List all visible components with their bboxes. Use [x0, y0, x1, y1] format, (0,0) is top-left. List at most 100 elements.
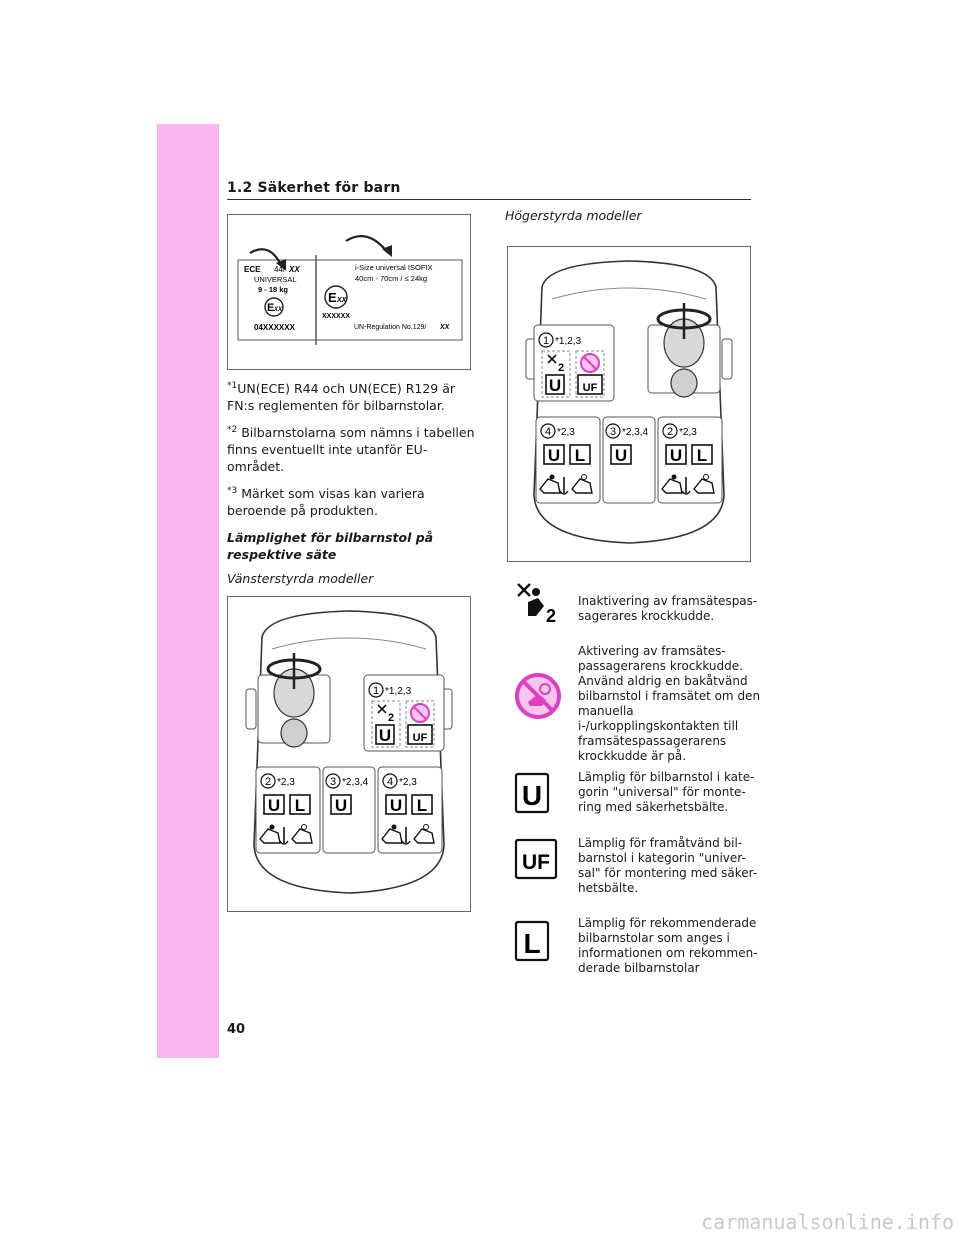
rhd-rear-right-num: 2 [667, 426, 673, 438]
lhd-rear-left-seat-a [259, 828, 281, 844]
label-isize-range: 40cm - 70cm / ≤ 24kg [355, 274, 427, 283]
svg-text:2: 2 [546, 606, 556, 624]
rhd-front-passenger-sup: *1,2,3 [555, 336, 582, 347]
rhd-rear-left-seat-b [571, 478, 593, 494]
rhd-rear-left-u: U [548, 446, 560, 465]
lhd-rear-left-num: 2 [265, 776, 271, 788]
footnote-2: *2 Bilbarnstolarna som nämns i tabellen … [227, 422, 477, 475]
lhd-front-passenger-num: 1 [373, 685, 379, 697]
rhd-driver-head [670, 368, 698, 398]
rhd-rear-left-u-box [543, 444, 565, 465]
rhd-dashboard [551, 287, 707, 300]
footnote-1-marker: *1 [227, 381, 238, 391]
label-ece-text: ECE [244, 265, 261, 274]
rhd-front-passenger-u-box [545, 374, 565, 395]
left-text-column: *1UN(ECE) R44 och UN(ECE) R129 är FN:s r… [227, 378, 477, 586]
legend-text-u: Lämplig för bilbarnstol i kate-gorin "un… [578, 770, 755, 814]
rhd-rear-middle-sup: *2,3,4 [622, 427, 649, 438]
footnote-2-marker: *2 [227, 425, 238, 435]
rhd-rear-right-u-box [665, 444, 687, 465]
label-e-mark: E [267, 302, 274, 314]
lhd-rear-middle-u-box [330, 794, 352, 815]
footnote-3-text: Märket som visas kan variera beroende på… [227, 486, 425, 518]
rhd-rear-left-l-box [569, 444, 591, 465]
rhd-rear-right-anchor-base [681, 490, 691, 495]
lhd-rear-right-num-circle [382, 773, 398, 789]
lhd-rear-left-l-box [289, 794, 311, 815]
label-regulation-xx: XX [439, 324, 451, 331]
svg-text:U: U [522, 780, 542, 811]
legend-text-airbag-off: Inaktivering av framsätespas-sagerares k… [578, 594, 758, 623]
label-code: 04XXXXXX [254, 323, 296, 332]
rhd-rear-right-head-b [703, 474, 709, 480]
lhd-rear-left-u-box [263, 794, 285, 815]
rhd-rear-left-num: 4 [545, 426, 551, 438]
footnote-1-text: UN(ECE) R44 och UN(ECE) R129 är FN:s reg… [227, 381, 456, 413]
lhd-rear-right-head-a [391, 824, 397, 830]
rhd-rear-middle-num-circle [605, 423, 621, 439]
label-weight: 9 - 18 kg [258, 285, 288, 294]
rhd-rear-right-head-a [671, 474, 677, 480]
page-number: 40 [227, 1022, 246, 1037]
footnote-1: *1UN(ECE) R44 och UN(ECE) R129 är FN:s r… [227, 378, 477, 414]
label-ece-xx: XX [288, 265, 300, 274]
lhd-rear-right-sup: *2,3 [399, 777, 417, 788]
lhd-rear-left-seat [255, 766, 321, 854]
lhd-rear-left-head-a [269, 824, 275, 830]
lhd-front-passenger-u: U [379, 726, 391, 745]
legend: 2 Inaktivering av framsätespas-sagerares… [514, 580, 764, 980]
rhd-rear-right-seat-a [661, 478, 683, 494]
lhd-front-passenger-u-box [375, 724, 395, 745]
recommended-l-icon: L [514, 920, 550, 966]
rhd-rear-right-l: L [697, 446, 707, 465]
label-regulation: UN-Regulation No.129/ [354, 324, 426, 331]
lhd-rear-right-l: L [417, 796, 427, 815]
rhd-front-passenger-prohibit-bar [583, 356, 597, 370]
lhd-rear-right-l-box [411, 794, 433, 815]
rhd-rear-middle-u: U [615, 446, 627, 465]
rhd-front-passenger-uf-box [577, 374, 603, 395]
universal-forward-uf-icon: UF [514, 838, 558, 884]
lhd-rear-left-sup: *2,3 [277, 777, 295, 788]
lhd-rear-right-u-box [385, 794, 407, 815]
lhd-driver-head [280, 718, 308, 748]
rhd-front-passenger-num-circle [538, 332, 554, 348]
footnote-2-text: Bilbarnstolarna som nämns i tabellen fin… [227, 425, 475, 474]
lhd-rear-left-anchor-base [279, 840, 289, 845]
rhd-rear-right-num-circle [662, 423, 678, 439]
lhd-rear-right-head-b [423, 824, 429, 830]
lhd-label: Vänsterstyrda modeller [227, 571, 374, 586]
rhd-rear-right-seat-b [693, 478, 715, 494]
rhd-rear-left-l: L [575, 446, 585, 465]
lhd-rear-left-head-b [301, 824, 307, 830]
lhd-rear-right-seat-a [381, 828, 403, 844]
rhd-front-passenger-u: U [549, 376, 561, 395]
rhd-rear-left-seat-a [539, 478, 561, 494]
airbag-off-icon: 2 [514, 582, 564, 628]
watermark: carmanualsonline.info [701, 1210, 954, 1234]
rhd-rear-left-anchor-base [559, 490, 569, 495]
lhd-front-passenger-uf: UF [413, 732, 428, 744]
rhd-rear-left-num-circle [540, 423, 556, 439]
rhd-rear-left-seat [535, 416, 601, 504]
lhd-front-passenger-num-circle [368, 682, 384, 698]
side-color-band [157, 124, 219, 1058]
rhd-rear-left-head-a [549, 474, 555, 480]
lhd-rear-right-u: U [390, 796, 402, 815]
label-ece-num: 44/ [274, 265, 286, 274]
lhd-dashboard [271, 637, 427, 650]
rhd-rear-right-sup: *2,3 [679, 427, 697, 438]
label-figure: ECE 44/ XX UNIVERSAL 9 - 18 kg E XX 04XX… [227, 214, 471, 370]
legend-text-uf: Lämplig för framåtvänd bil-barnstol i ka… [578, 836, 758, 895]
lhd-rear-left-u: U [268, 796, 280, 815]
lhd-rear-middle-num: 3 [330, 776, 336, 788]
label-isize-code: XXXXXX [322, 313, 350, 320]
rhd-front-passenger-airbag-two: 2 [558, 362, 564, 374]
header-rule [227, 199, 751, 200]
rhd-front-passenger-airbag-off-x2 [547, 354, 557, 364]
lhd-rear-middle-u: U [335, 796, 347, 815]
rhd-front-passenger-left-dashed [541, 350, 571, 398]
